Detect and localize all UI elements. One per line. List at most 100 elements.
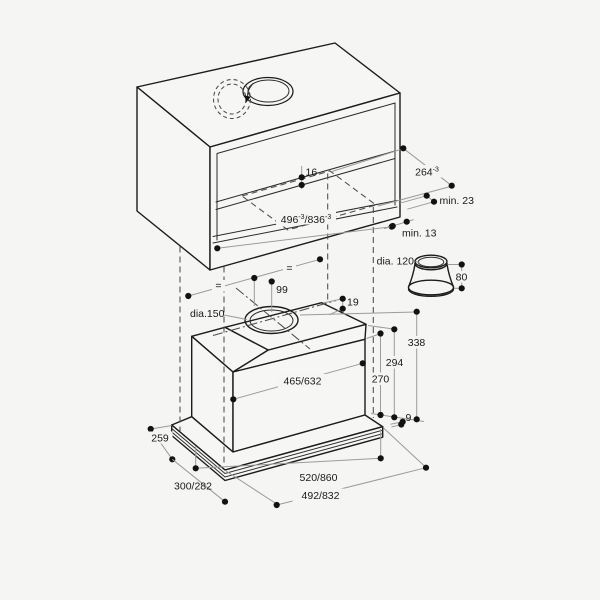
label-background (147, 431, 173, 444)
dim-line (217, 226, 392, 249)
dim-dot (230, 396, 237, 403)
extension-line (331, 148, 403, 172)
dim-dot (192, 465, 199, 472)
dim-dot (423, 192, 430, 199)
extension-line (377, 186, 451, 207)
dim-cutout-width: 496-3/836-3 (214, 211, 395, 252)
dim-tolerance: -3 (325, 214, 331, 221)
dim-dot (400, 145, 407, 152)
hole-position-arrowhead-icon (244, 95, 251, 103)
label-background (404, 336, 430, 349)
dim-dot (389, 222, 396, 230)
cabinet (136, 42, 401, 271)
dim-label-depth: 300/282 (174, 481, 212, 493)
dim-value: 264 (415, 167, 433, 179)
dim-label-reducer-diameter: dia. 120 (377, 256, 415, 268)
dimensions: 16 496-3/836-3 264-3 min. 23 (147, 145, 475, 509)
dim-label-height-to-plateau: 294 (386, 357, 404, 369)
extension-line (366, 333, 380, 339)
reducer-base-bottom-edge (407, 288, 455, 297)
dim-body-width: 465/632 (230, 360, 366, 403)
dim-dot (430, 198, 438, 205)
extension-line (383, 427, 426, 468)
label-background (276, 211, 336, 225)
label-background (413, 165, 444, 178)
dim-tolerance: -3 (298, 214, 304, 221)
reducer-top-rim-outer (414, 254, 448, 269)
label-background (367, 372, 394, 385)
dim-dot (316, 256, 324, 263)
dim-dot (448, 182, 455, 189)
dim-value: 496 (281, 214, 299, 226)
niche-rail-top-edge (215, 150, 396, 203)
dim-dot (413, 308, 420, 315)
flange-step-line-2 (171, 431, 384, 478)
dim-dot (268, 278, 275, 285)
dim-flange-side-depth: 259 (147, 425, 176, 463)
dim-cutout-depth: 264-3 (331, 145, 455, 207)
label-background (381, 356, 408, 369)
dim-dot (458, 261, 465, 268)
dim-label-centering-left: = (215, 280, 221, 292)
extension-line (323, 298, 343, 304)
dim-label-clearance-front: min. 13 (402, 228, 437, 240)
dim-label-body-bottom-width: 492/832 (302, 490, 340, 502)
extension-line (367, 325, 394, 330)
dim-collar-diameter: dia.150 (190, 308, 248, 320)
dim-dot (273, 501, 280, 509)
dim-dot (147, 425, 154, 433)
niche-rail-bottom-edge (215, 158, 396, 210)
cabinet-duct-holes (212, 76, 294, 120)
dim-dot (298, 174, 305, 181)
extension-line (299, 311, 416, 316)
dim-dot (221, 498, 229, 505)
dim-dot (339, 295, 346, 302)
dim-dot (298, 181, 305, 189)
cabinet-front-face (209, 92, 401, 271)
dim-label-cutout-depth: 264-3 (415, 167, 439, 179)
dim-dot (377, 411, 384, 419)
dim-label-rail-height: 16 (306, 167, 318, 179)
duct-reducer (407, 254, 455, 297)
dim-line (171, 458, 226, 503)
dim-label-body-height: 270 (372, 374, 390, 386)
dim-collar-offset: 99 (251, 274, 288, 312)
collar-centerline-width (212, 299, 337, 337)
dim-clearance-front: min. 13 (383, 218, 437, 240)
label-background (212, 280, 225, 292)
reducer-base-ring (407, 279, 455, 296)
collar-centerline-depth (235, 287, 311, 350)
extension-line (399, 195, 427, 204)
dim-heights-right: 270 294 338 (299, 308, 430, 423)
dim-dot (391, 414, 398, 421)
reducer-top-rim-inner (417, 256, 445, 268)
extension-line (150, 425, 172, 430)
dim-reducer-diameter: dia. 120 (377, 256, 420, 268)
dim-tolerance: -3 (433, 167, 439, 174)
label-background (278, 374, 327, 388)
flange-step-line-1 (171, 428, 384, 475)
dim-label-centering-right: = (286, 263, 292, 275)
extension-line (407, 201, 435, 210)
dim-dot (377, 455, 384, 462)
dim-dot (391, 326, 398, 333)
dim-line (195, 457, 381, 469)
niche-inner-top-edge (216, 102, 396, 154)
dim-dot (403, 218, 410, 225)
leader-line (223, 314, 248, 320)
dim-label-clearance-back: min. 23 (440, 195, 475, 207)
dim-value: /836 (305, 214, 326, 226)
dim-label-flange-side-depth: 259 (151, 433, 169, 445)
dim-label-flange-width: 520/860 (300, 472, 338, 484)
dim-dot (339, 305, 346, 312)
duct-hole-outer-ring (242, 76, 294, 107)
dim-label-collar-offset: 99 (276, 284, 288, 296)
label-background (292, 488, 349, 502)
dim-reducer-height: 80 (447, 261, 469, 292)
dim-label-collar-step: 19 (347, 297, 359, 309)
dim-body-bottom-width: 492/832 (225, 427, 430, 509)
reducer-rim-lower-edge (414, 262, 448, 271)
dim-dot (214, 245, 221, 252)
dim-rail-height: 16 (298, 166, 318, 189)
